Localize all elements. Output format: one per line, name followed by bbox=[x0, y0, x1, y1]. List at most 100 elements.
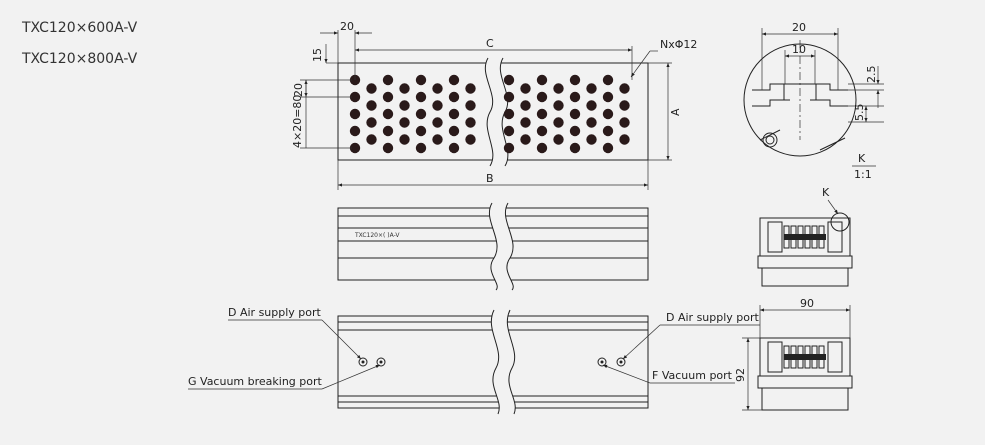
top-view bbox=[337, 57, 649, 167]
end-k-label: K bbox=[822, 186, 830, 199]
vacuum-hole bbox=[536, 142, 548, 154]
vacuum-hole bbox=[366, 83, 377, 94]
label-g-left: G Vacuum breaking port bbox=[188, 375, 323, 388]
vacuum-hole bbox=[602, 74, 614, 86]
vacuum-hole bbox=[382, 91, 394, 103]
dim-top-20: 20 bbox=[340, 20, 354, 33]
vacuum-hole bbox=[432, 83, 443, 94]
vacuum-hole bbox=[569, 74, 581, 86]
vacuum-hole bbox=[399, 100, 410, 111]
coil-core bbox=[784, 354, 826, 360]
vacuum-hole bbox=[536, 108, 548, 120]
vacuum-hole bbox=[536, 74, 548, 86]
dim-k-2-5: 2.5 bbox=[865, 66, 878, 84]
vacuum-hole bbox=[448, 108, 460, 120]
vacuum-hole bbox=[382, 108, 394, 120]
vacuum-hole bbox=[503, 74, 515, 86]
model-label-800: TXC120×800A-V bbox=[22, 51, 138, 67]
end-view-top: K bbox=[757, 186, 853, 287]
vacuum-hole bbox=[465, 83, 476, 94]
vacuum-hole bbox=[432, 134, 443, 145]
vacuum-hole bbox=[520, 134, 531, 145]
label-d-left: D Air supply port bbox=[228, 306, 322, 319]
bottom-view-callouts: D Air supply port G Vacuum breaking port… bbox=[188, 306, 760, 390]
vacuum-hole bbox=[619, 83, 630, 94]
side-view: TXC120×( )A-V bbox=[337, 202, 649, 291]
vacuum-hole bbox=[536, 125, 548, 137]
dim-c: C bbox=[486, 37, 494, 50]
dim-b: B bbox=[486, 172, 494, 185]
label-f-right: F Vacuum port bbox=[652, 369, 733, 382]
top-view-dimensions: 20 C NxΦ12 15 20 4×20=80 A B bbox=[291, 20, 697, 190]
dim-k-5-5: 5.5 bbox=[853, 104, 866, 122]
vacuum-hole bbox=[503, 108, 515, 120]
dim-k-20: 20 bbox=[792, 21, 806, 34]
vacuum-hole bbox=[448, 125, 460, 137]
dim-k-10: 10 bbox=[792, 43, 806, 56]
detail-k-dimensions: 20 10 2.5 5.5 K 1:1 bbox=[761, 21, 884, 181]
dim-90: 90 bbox=[800, 297, 814, 310]
vacuum-hole bbox=[366, 134, 377, 145]
vacuum-hole bbox=[553, 117, 564, 128]
detail-k-scale: 1:1 bbox=[854, 168, 872, 181]
vacuum-hole bbox=[382, 142, 394, 154]
vacuum-hole bbox=[382, 125, 394, 137]
vacuum-hole bbox=[415, 74, 427, 86]
dim-hole-count: NxΦ12 bbox=[660, 38, 697, 51]
detail-k bbox=[743, 40, 857, 157]
vacuum-hole bbox=[415, 108, 427, 120]
dim-a: A bbox=[669, 108, 682, 116]
vacuum-hole bbox=[382, 74, 394, 86]
vacuum-hole bbox=[366, 100, 377, 111]
vacuum-hole bbox=[415, 142, 427, 154]
vacuum-hole bbox=[349, 91, 361, 103]
vacuum-hole bbox=[619, 117, 630, 128]
end-view-bottom-dimensions: 90 92 bbox=[734, 297, 851, 411]
dim-left-20: 20 bbox=[292, 83, 305, 97]
vacuum-hole bbox=[399, 134, 410, 145]
vacuum-hole bbox=[553, 100, 564, 111]
vacuum-hole bbox=[448, 74, 460, 86]
vacuum-hole bbox=[569, 142, 581, 154]
dim-92: 92 bbox=[734, 368, 747, 382]
vacuum-hole bbox=[619, 100, 630, 111]
vacuum-hole bbox=[569, 108, 581, 120]
detail-k-label: K bbox=[858, 152, 866, 165]
vacuum-hole bbox=[349, 125, 361, 137]
vacuum-hole bbox=[349, 142, 361, 154]
label-d-right: D Air supply port bbox=[666, 311, 760, 324]
vacuum-hole bbox=[448, 91, 460, 103]
vacuum-hole bbox=[465, 117, 476, 128]
vacuum-hole bbox=[602, 108, 614, 120]
vacuum-hole bbox=[448, 142, 460, 154]
end-view-bottom bbox=[757, 337, 853, 411]
vacuum-hole bbox=[432, 100, 443, 111]
vacuum-hole bbox=[569, 125, 581, 137]
bottom-view bbox=[337, 309, 649, 415]
vacuum-hole bbox=[619, 134, 630, 145]
vacuum-hole bbox=[520, 83, 531, 94]
vacuum-hole bbox=[602, 91, 614, 103]
vacuum-hole bbox=[503, 142, 515, 154]
vacuum-hole bbox=[349, 108, 361, 120]
dim-left-pitch: 4×20=80 bbox=[291, 95, 304, 148]
dim-left-15: 15 bbox=[311, 48, 324, 62]
vacuum-hole bbox=[415, 91, 427, 103]
vacuum-hole bbox=[586, 83, 597, 94]
vacuum-hole bbox=[602, 142, 614, 154]
vacuum-hole bbox=[399, 117, 410, 128]
vacuum-hole bbox=[569, 91, 581, 103]
vacuum-hole bbox=[520, 100, 531, 111]
vacuum-hole bbox=[586, 117, 597, 128]
vacuum-hole bbox=[520, 117, 531, 128]
vacuum-hole bbox=[415, 125, 427, 137]
side-model-text: TXC120×( )A-V bbox=[354, 232, 400, 239]
vacuum-hole bbox=[432, 117, 443, 128]
model-label-600: TXC120×600A-V bbox=[22, 20, 138, 36]
vacuum-hole bbox=[586, 100, 597, 111]
coil-core bbox=[784, 234, 826, 240]
vacuum-hole bbox=[536, 91, 548, 103]
vacuum-hole bbox=[586, 134, 597, 145]
vacuum-hole bbox=[366, 117, 377, 128]
